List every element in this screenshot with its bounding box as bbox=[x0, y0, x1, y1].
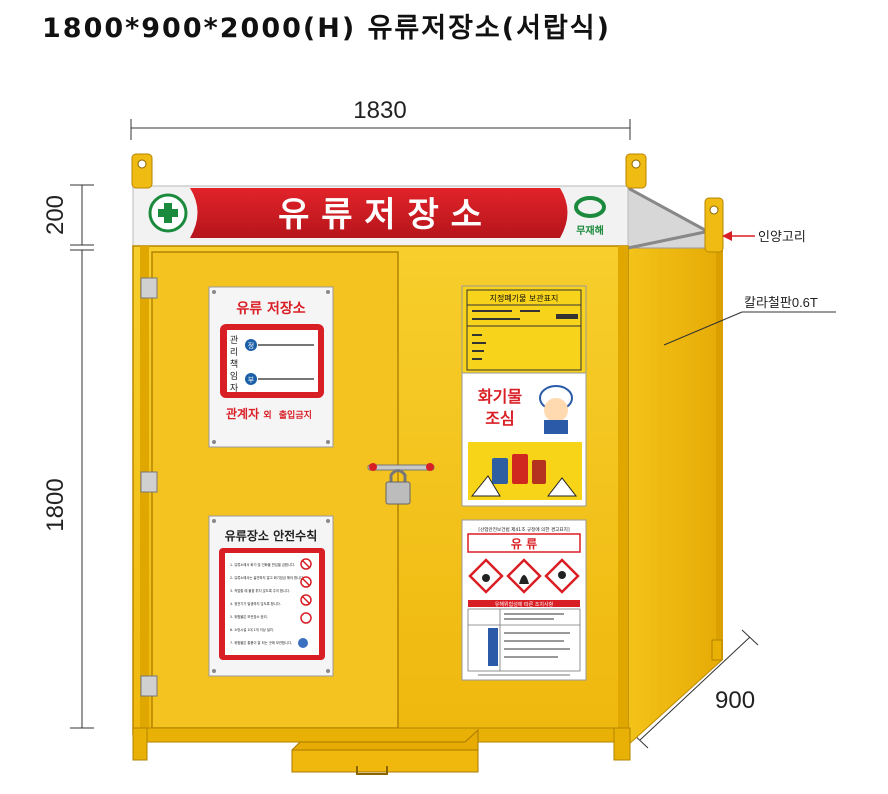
lifting-ring-right bbox=[625, 153, 647, 189]
hinge-top bbox=[140, 277, 158, 299]
top-height-dimension: 200 bbox=[42, 184, 94, 246]
top-height-label: 200 bbox=[42, 195, 69, 235]
sign-fire-line1: 화기물 bbox=[478, 387, 522, 406]
body-height-dimension: 1800 bbox=[42, 249, 94, 729]
sign-fire: 화기물 조심 bbox=[461, 372, 587, 507]
hinge-middle bbox=[140, 471, 158, 493]
worker-icon bbox=[298, 638, 308, 648]
base-frame bbox=[132, 727, 629, 743]
oil-drums-icon bbox=[470, 454, 578, 497]
side-panel bbox=[627, 247, 723, 747]
row2-badge: 부 bbox=[248, 376, 255, 384]
lifting-ring-label: 인양고리 bbox=[758, 229, 806, 244]
safety-rule: 3. 작업할 때 불꽃 튀지 않도록 주의 합니다. bbox=[230, 588, 290, 593]
no-lighter-icon bbox=[300, 594, 312, 606]
hazard-flammable-icon bbox=[506, 558, 542, 594]
manager-char-4: 임 bbox=[230, 370, 238, 382]
manager-char-3: 책 bbox=[230, 358, 238, 370]
page-title: 1800*900*2000(H) 유류저장소(서랍식) bbox=[42, 13, 611, 44]
worker-mascot-icon bbox=[539, 385, 573, 434]
safety-rule: 1. 유류소에서 화기 및 인화물 반입을 금합니다. bbox=[230, 562, 295, 567]
steel-plate-annotation: 칼라철판0.6T bbox=[663, 295, 836, 346]
sign-storage-title: 유류 저장소 bbox=[236, 300, 305, 317]
lifting-ring-left bbox=[131, 153, 153, 189]
zero-accident-logo: 무재해 bbox=[574, 196, 606, 237]
safety-rule: 5. 위험물은 보관장소 정리. bbox=[230, 614, 268, 619]
manager-char-5: 자 bbox=[230, 383, 239, 394]
width-label: 1830 bbox=[353, 97, 406, 124]
sign-storage: 유류 저장소 관 리 책 임 자 정 부 관계자 외 출입금지 bbox=[208, 286, 334, 448]
leg-right bbox=[613, 727, 631, 761]
hinge-bottom bbox=[140, 675, 158, 697]
safety-rule: 6. 소방시설 1대 1개 이상 설치. bbox=[230, 627, 274, 632]
depth-label: 900 bbox=[715, 687, 755, 714]
sign-waste-title: 지정폐기물 보관표지 bbox=[490, 293, 559, 303]
sign-msds: [산업안전보건법 제41조 규정에 의한 경고표지] 유 류 유해위험성에 따른… bbox=[461, 519, 587, 681]
sign-msds-band: 유해위험성에 따른 조치사항 bbox=[495, 601, 554, 608]
safety-rule: 7. 위험물은 통풍이 잘 되는 곳에 보관합니다. bbox=[230, 640, 292, 645]
manager-char-2: 리 bbox=[230, 347, 238, 358]
drawer-tray[interactable] bbox=[291, 728, 479, 775]
hazard-health-icon bbox=[544, 558, 580, 594]
zero-accident-text: 무재해 bbox=[576, 224, 604, 237]
safety-first-logo bbox=[148, 193, 188, 233]
row1-badge: 정 bbox=[248, 341, 254, 350]
lifting-ring-side bbox=[704, 197, 724, 253]
padlock-icon[interactable] bbox=[385, 469, 411, 505]
depth-dimension: 900 bbox=[631, 629, 759, 749]
steel-plate-label: 칼라철판0.6T bbox=[744, 295, 818, 310]
leg-left bbox=[132, 727, 148, 761]
no-smoking-icon bbox=[300, 558, 312, 570]
lifting-ring-annotation: 인양고리 bbox=[722, 229, 806, 244]
svg-text:관계자 외 출입금지: 관계자 외 출입금지 bbox=[226, 406, 312, 421]
sign-msds-name: 유 류 bbox=[511, 537, 537, 551]
sign-safety-title: 유류장소 안전수칙 bbox=[225, 528, 318, 543]
sign-msds-header: [산업안전보건법 제41조 규정에 의한 경고표지] bbox=[478, 526, 570, 533]
sign-waste: 지정폐기물 보관표지 bbox=[461, 285, 587, 375]
warning-icon bbox=[300, 612, 312, 624]
footer-mid: 외 bbox=[263, 409, 271, 421]
header-sign-text: 유 류 저 장 소 bbox=[278, 195, 482, 235]
manager-char-1: 관 bbox=[230, 335, 238, 346]
sign-fire-line2: 조심 bbox=[485, 409, 514, 428]
hazard-explosive-icon bbox=[468, 558, 504, 594]
drawer-handle[interactable] bbox=[356, 766, 388, 775]
width-dimension: 1830 bbox=[130, 97, 631, 140]
body-height-label: 1800 bbox=[42, 478, 69, 531]
sign-safety: 유류장소 안전수칙 1. 유류소에서 화기 및 인화물 반입을 금합니다. 2.… bbox=[208, 515, 334, 677]
no-fire-icon bbox=[300, 576, 312, 588]
footer-end: 출입금지 bbox=[279, 409, 312, 421]
leg-side bbox=[711, 639, 723, 661]
footer-main: 관계자 bbox=[226, 406, 259, 421]
safety-rule: 4. 정전기가 발생하지 않도록 합니다. bbox=[230, 601, 281, 606]
safety-rule: 2. 유류소에서는 흡연하지 말고 화기엄금 해야 합니다. bbox=[230, 575, 304, 580]
header-sign: 유 류 저 장 소 무재해 bbox=[148, 188, 606, 238]
